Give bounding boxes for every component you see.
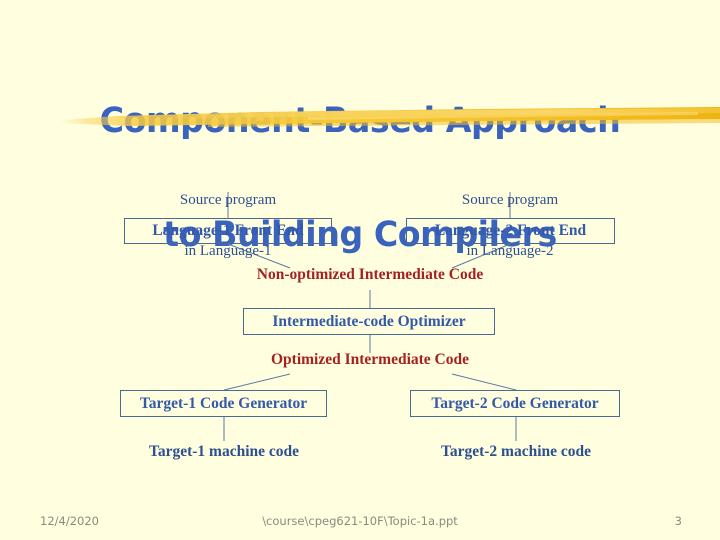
footer-page-number: 3 — [674, 514, 682, 528]
footer-file-path: \course\cpeg621-10F\Topic-1a.ppt — [262, 514, 458, 528]
label-source-program-2: Source program in Language-2 — [430, 158, 590, 294]
label-non-optimized-intermediate-code: Non-optimized Intermediate Code — [256, 266, 484, 283]
slide-title-line-2: to Building Compilers — [163, 215, 557, 255]
label-source-program-1: Source program in Language-1 — [148, 158, 308, 294]
footer-date: 12/4/2020 — [40, 514, 99, 528]
label-source-program-2-line-1: Source program — [461, 192, 559, 208]
box-language-2-front-end[interactable]: Language-2 Front End — [406, 218, 615, 244]
label-target-2-machine-code: Target-2 machine code — [440, 443, 592, 460]
box-target-1-code-generator[interactable]: Target-1 Code Generator — [120, 390, 327, 417]
label-source-program-1-line-2: in Language-1 — [184, 243, 272, 259]
box-language-1-front-end[interactable]: Language-1 Front End — [124, 218, 332, 244]
box-intermediate-code-optimizer[interactable]: Intermediate-code Optimizer — [243, 308, 495, 335]
label-source-program-2-line-2: in Language-2 — [466, 243, 554, 259]
label-optimized-intermediate-code: Optimized Intermediate Code — [270, 351, 470, 368]
slide-title-line-1: Component-Based Approach — [99, 101, 621, 141]
connector-optimized-ir-to-codegen1 — [223, 373, 291, 391]
label-target-1-machine-code: Target-1 machine code — [148, 443, 300, 460]
label-source-program-1-line-1: Source program — [179, 192, 277, 208]
slide-title: Component-Based Approach to Building Com… — [18, 26, 702, 330]
connector-optimized-ir-to-codegen2 — [451, 373, 517, 391]
box-target-2-code-generator[interactable]: Target-2 Code Generator — [410, 390, 620, 417]
